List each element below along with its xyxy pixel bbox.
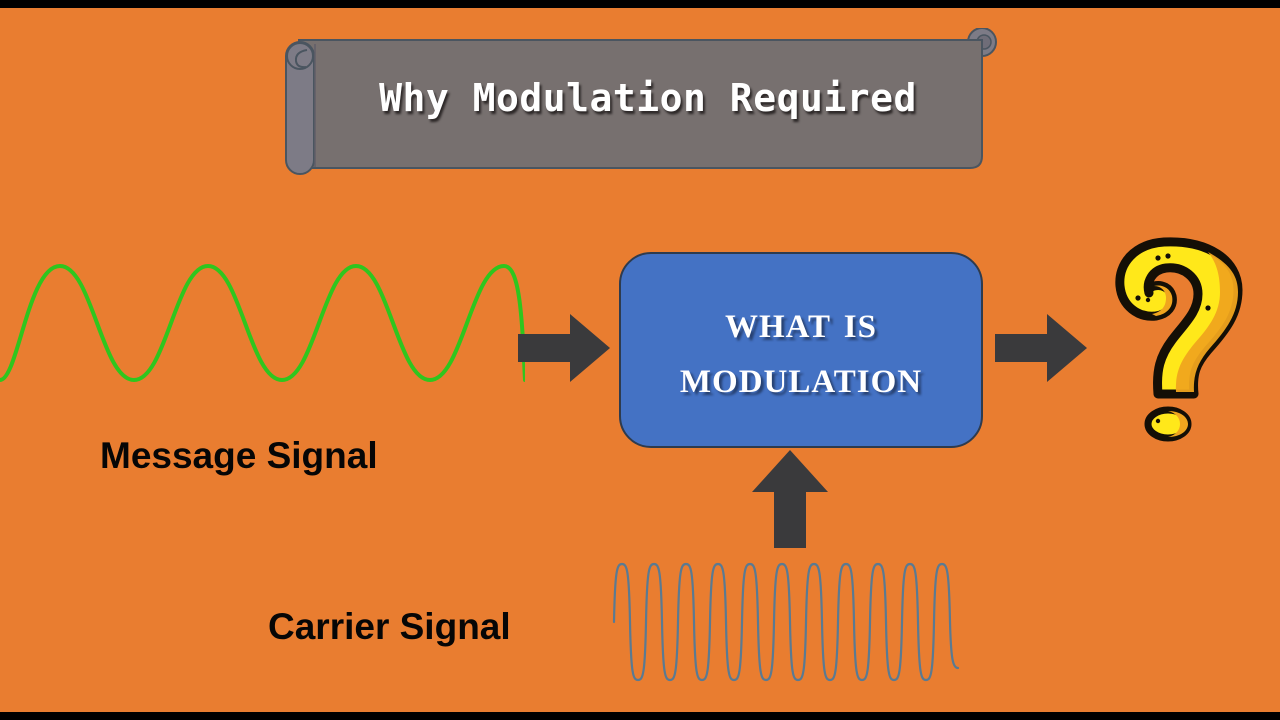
modulation-box-line1: What is bbox=[724, 295, 877, 348]
carrier-signal-label: Carrier Signal bbox=[268, 606, 511, 647]
carrier-signal-waveform bbox=[612, 562, 960, 682]
message-signal-label: Message Signal bbox=[100, 435, 378, 476]
arrow-up-icon bbox=[752, 450, 828, 548]
modulation-box-line2: Modulation bbox=[679, 351, 923, 403]
question-mark-icon bbox=[1115, 237, 1243, 442]
arrow-right-icon bbox=[518, 314, 610, 382]
message-signal-waveform bbox=[0, 263, 525, 383]
letterbox-top bbox=[0, 0, 1280, 8]
title-banner: Why Modulation Required bbox=[285, 28, 997, 176]
letterbox-bottom bbox=[0, 712, 1280, 720]
scroll-shape-icon bbox=[285, 28, 997, 175]
modulation-box[interactable]: What is Modulation bbox=[619, 252, 983, 448]
arrow-right-icon bbox=[995, 314, 1087, 382]
page-title: Why Modulation Required bbox=[379, 76, 917, 120]
